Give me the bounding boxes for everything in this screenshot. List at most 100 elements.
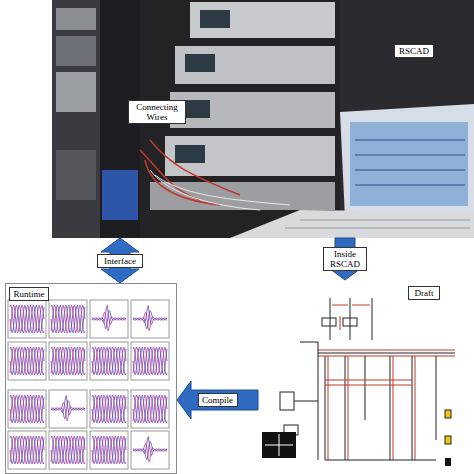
runtime-plots (8, 300, 169, 469)
plot-frame (8, 342, 46, 380)
plot-frame (90, 431, 128, 469)
bus-bar (318, 350, 455, 356)
rack-unit (56, 8, 96, 30)
waveform-trace (51, 305, 85, 333)
transformer-symbol (322, 318, 336, 326)
waveform-trace (51, 436, 85, 464)
waveform-plot (8, 300, 46, 338)
control-block (262, 432, 296, 458)
plot-frame (131, 431, 169, 469)
arrow-label: Inside RSCAD (323, 247, 367, 271)
bus-bar (318, 353, 455, 354)
waveform-trace (10, 437, 44, 464)
waveform-trace (10, 347, 44, 375)
source-symbol (280, 392, 294, 410)
waveform-trace (92, 395, 126, 423)
waveform-plot (8, 342, 46, 380)
waveform-trace (51, 348, 85, 375)
waveform-trace (133, 395, 167, 423)
waveform-trace (10, 436, 44, 464)
waveform-trace (51, 400, 85, 418)
waveform-plot (131, 342, 169, 380)
waveform-trace (10, 305, 44, 333)
waveform-trace (133, 395, 167, 423)
plot-frame (131, 342, 169, 380)
relay-unit (175, 46, 335, 84)
plot-frame (8, 431, 46, 469)
waveform-trace (10, 395, 44, 423)
plot-frame (8, 390, 46, 428)
breaker-symbols (332, 305, 370, 330)
load-symbol (445, 436, 451, 444)
waveform-plot (49, 300, 87, 338)
photo-background (52, 0, 474, 238)
relay-unit (190, 2, 335, 38)
relay-unit (170, 92, 335, 128)
waveform-trace (10, 395, 44, 423)
waveform-trace (51, 396, 85, 415)
waveform-trace (92, 310, 126, 328)
waveform-trace (133, 347, 167, 375)
waveform-trace (92, 436, 126, 464)
waveform-plot (49, 390, 87, 428)
waveform-plot (8, 431, 46, 469)
waveform-plot (90, 390, 128, 428)
waveform-trace (133, 441, 167, 459)
panel-label: Connecting Wires (128, 100, 186, 124)
waveform-trace (51, 437, 85, 464)
transformer-symbol (343, 318, 357, 326)
relay-unit (165, 136, 335, 176)
waveform-trace (51, 347, 85, 375)
red-wires (140, 140, 240, 205)
panel-label: Draft (408, 286, 440, 300)
waveform-trace (10, 305, 44, 333)
waveform-trace (92, 437, 126, 464)
laptop-keyboard (230, 210, 474, 238)
waveform-trace (92, 348, 126, 375)
blue-unit (102, 170, 138, 220)
screen-traces (355, 140, 465, 185)
block-arrow (177, 381, 258, 419)
waveform-trace (133, 306, 167, 325)
white-wires (150, 170, 290, 210)
waveform-trace (51, 402, 85, 420)
cross-line (325, 380, 412, 385)
plot-frame (49, 342, 87, 380)
waveform-trace (51, 347, 85, 375)
photo-panel: Connecting WiresRSCAD (52, 0, 474, 238)
key-rows (285, 220, 470, 228)
waveform-trace (92, 312, 126, 330)
arrow-label: Compile (198, 393, 238, 407)
waveform-plot (131, 390, 169, 428)
panel-label: Runtime (9, 287, 49, 301)
waveform-trace (92, 306, 126, 325)
waveform-trace (133, 347, 167, 375)
waveform-trace (10, 436, 44, 464)
waveform-trace (51, 305, 85, 333)
waveform-trace (10, 348, 44, 375)
load-symbol (445, 458, 451, 466)
runtime-panel: Runtime (5, 283, 177, 474)
lab-photo (52, 0, 474, 238)
waveform-trace (133, 348, 167, 375)
waveform-trace (92, 436, 126, 464)
plot-frame (49, 300, 87, 338)
waveform-trace (10, 347, 44, 375)
relay-display (185, 54, 215, 72)
plot-frame (49, 390, 87, 428)
waveform-trace (92, 347, 126, 375)
rscad-window (350, 122, 468, 206)
waveform-plot (131, 300, 169, 338)
draft-panel: Draft (258, 280, 474, 474)
waveform-trace (51, 436, 85, 464)
plot-frame (49, 431, 87, 469)
left-rack (52, 0, 100, 238)
source-line (294, 401, 318, 402)
relay-display (175, 145, 205, 163)
control-grid (265, 434, 293, 456)
waveform-trace (92, 395, 126, 423)
laptop-screen (340, 104, 474, 218)
waveform-trace (10, 306, 44, 333)
return-line (325, 460, 436, 461)
waveform-trace (133, 437, 167, 456)
